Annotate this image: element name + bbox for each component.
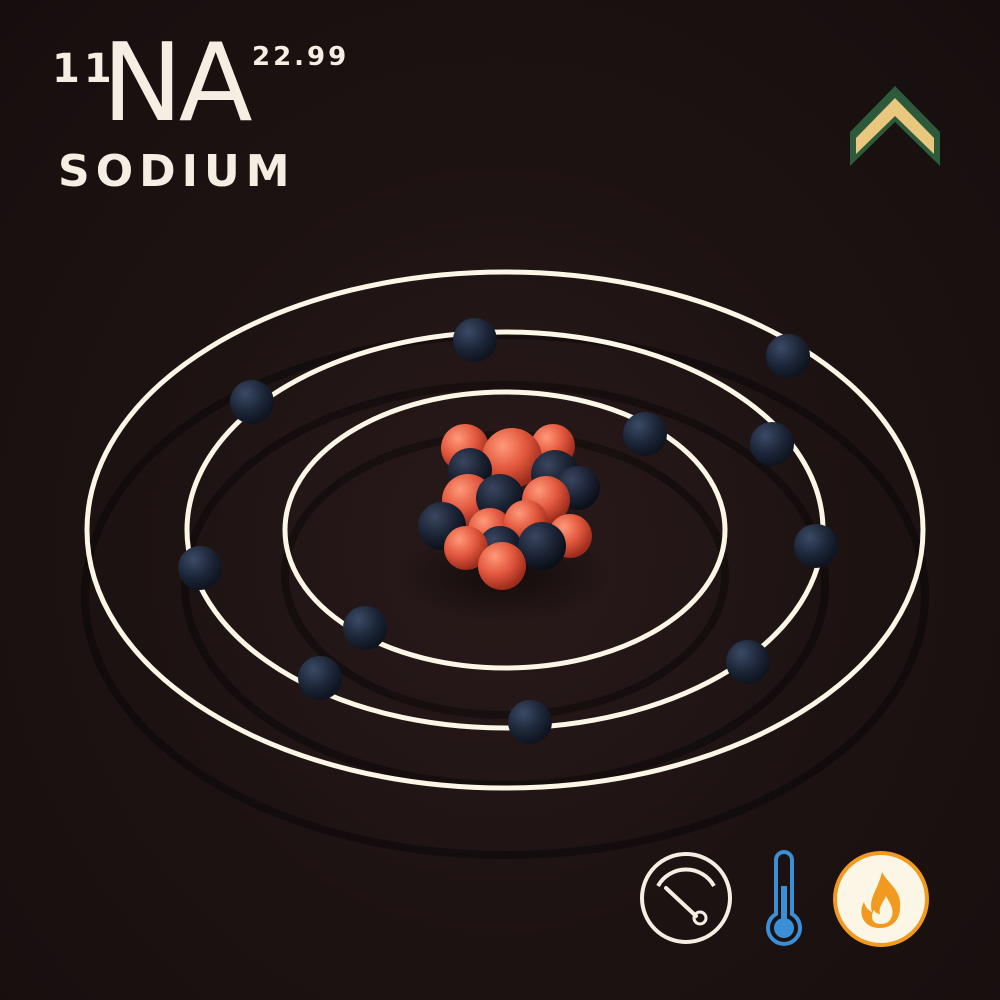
- electron: [343, 606, 387, 650]
- element-name: SODIUM: [58, 146, 296, 197]
- electron: [750, 422, 794, 466]
- electron: [230, 380, 274, 424]
- gauge-icon: [640, 852, 732, 944]
- flame-icon: [833, 851, 929, 947]
- orbit-shell-1: [282, 389, 728, 671]
- electrons: [178, 318, 838, 744]
- electron: [298, 656, 342, 700]
- nucleus: [418, 424, 600, 590]
- private-chevron-icon: [850, 86, 940, 166]
- element-symbol: NA: [102, 21, 253, 146]
- electron: [766, 334, 810, 378]
- electron: [453, 318, 497, 362]
- property-icons: [638, 850, 938, 950]
- electron: [178, 546, 222, 590]
- electron: [726, 640, 770, 684]
- electron: [508, 700, 552, 744]
- orbit-shell-3: [84, 269, 926, 791]
- atomic-mass: 22.99: [252, 42, 350, 72]
- thermometer-icon: [766, 850, 802, 946]
- atomic-number: 11: [52, 46, 116, 92]
- electron: [794, 524, 838, 568]
- electron: [623, 412, 667, 456]
